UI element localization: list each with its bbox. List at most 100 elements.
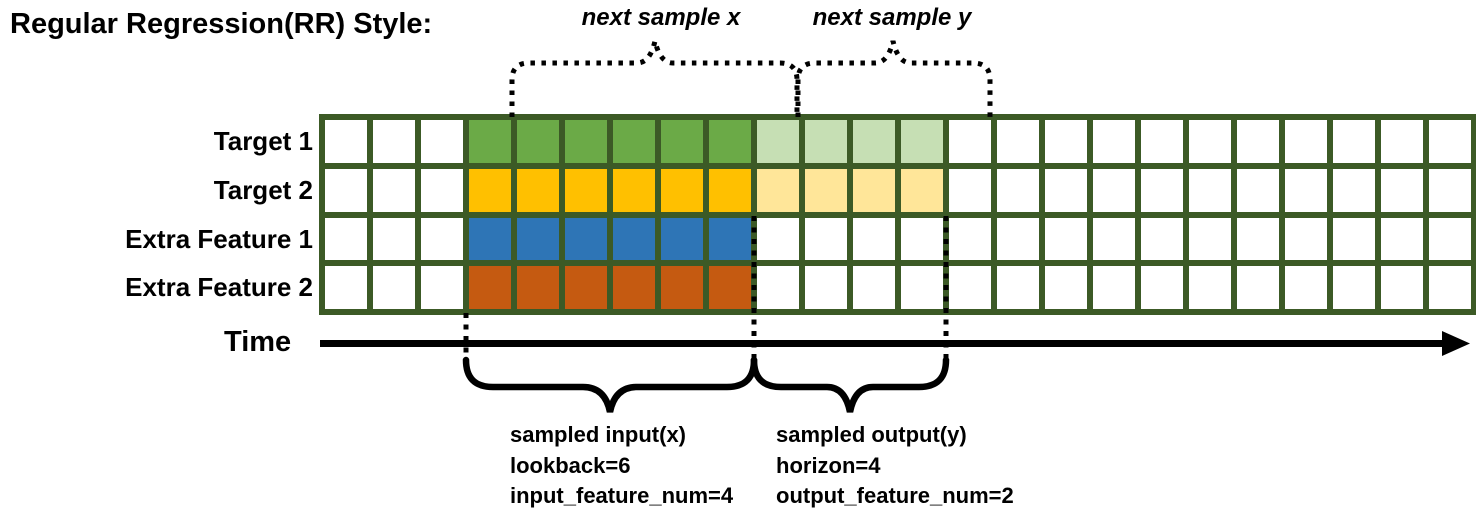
row-label: Target 2 (213, 174, 313, 205)
grid-cell (1378, 165, 1426, 215)
grid-cell (658, 117, 706, 166)
grid-cell (946, 214, 994, 264)
lookback-value: lookback=6 (510, 452, 631, 478)
sampled-output-title: sampled output(y) (776, 422, 967, 447)
grid-cell (1138, 117, 1186, 166)
grid-cell (658, 263, 706, 312)
grid-cell (370, 117, 418, 166)
grid-cell (850, 165, 898, 215)
grid-cell (514, 165, 562, 215)
grid-cell (850, 263, 898, 312)
grid-cell (1378, 117, 1426, 166)
grid-cell (562, 214, 610, 264)
grid-cell (418, 117, 466, 166)
grid-cell (322, 263, 370, 312)
next-sample-y-label: next sample y (812, 4, 972, 31)
grid-cell (802, 263, 850, 312)
grid-cell (370, 263, 418, 312)
grid-cell (802, 117, 850, 166)
grid-cell (898, 263, 946, 312)
grid-cell (610, 165, 658, 215)
grid-cell (1330, 263, 1378, 312)
grid-cell (754, 165, 802, 215)
timeseries-grid (319, 114, 1476, 315)
grid-cell (754, 214, 802, 264)
grid-cell (1186, 263, 1234, 312)
grid-cell (850, 214, 898, 264)
grid-cell (946, 263, 994, 312)
grid-cell (514, 263, 562, 312)
grid-cell (1282, 214, 1330, 264)
grid-cell (1234, 165, 1282, 215)
grid-cell (706, 165, 754, 215)
grid-cell (1282, 117, 1330, 166)
grid-cell (466, 214, 514, 264)
row-label: Target 1 (213, 126, 313, 156)
grid-cell (946, 117, 994, 166)
grid-cell (994, 263, 1042, 312)
grid-cell (1138, 214, 1186, 264)
grid-cell (1138, 263, 1186, 312)
next-sample-x-dotted-brace (512, 41, 797, 117)
grid-cell (1090, 214, 1138, 264)
grid-cell (418, 263, 466, 312)
grid-cell (1186, 214, 1234, 264)
grid-cell (610, 117, 658, 166)
sampled-input-caption: sampled input(x) lookback=6 input_featur… (510, 420, 733, 512)
grid-cell (514, 214, 562, 264)
grid-cell (562, 263, 610, 312)
grid-cell (994, 214, 1042, 264)
grid-cell (1234, 214, 1282, 264)
grid-cell (1426, 117, 1474, 166)
row-label: Extra Feature 2 (125, 272, 313, 303)
grid-cell (418, 214, 466, 264)
sampled-input-title: sampled input(x) (510, 422, 687, 447)
grid-cell (706, 214, 754, 264)
grid-cell (1330, 165, 1378, 215)
next-sample-y-dotted-brace (798, 41, 990, 117)
grid-cell (418, 165, 466, 215)
row-label: Extra Feature 1 (125, 223, 313, 254)
grid-cell (898, 165, 946, 215)
grid-cell (322, 117, 370, 166)
grid-cell (1186, 117, 1234, 166)
grid-cell (466, 263, 514, 312)
grid-cell (1330, 214, 1378, 264)
input-feature-num-value: input_feature_num=4 (510, 483, 734, 508)
grid-cell (562, 165, 610, 215)
grid-cell (322, 214, 370, 264)
sampled-output-brace (754, 360, 946, 412)
grid-cell (562, 117, 610, 166)
grid-cell (1090, 117, 1138, 166)
grid-cell (1282, 263, 1330, 312)
grid-cell (1090, 263, 1138, 312)
grid-cell (514, 117, 562, 166)
time-axis-label: Time (224, 326, 292, 358)
grid-cell (658, 214, 706, 264)
grid-cell (610, 214, 658, 264)
grid-cell (370, 214, 418, 264)
grid-cell (1426, 165, 1474, 215)
sampled-output-caption: sampled output(y) horizon=4 output_featu… (776, 420, 1014, 512)
grid-cell (1282, 165, 1330, 215)
grid-cell (994, 117, 1042, 166)
grid-cell (802, 214, 850, 264)
grid-cell (1138, 165, 1186, 215)
grid-cell (322, 165, 370, 215)
grid-cell (1330, 117, 1378, 166)
grid-cell (1042, 165, 1090, 215)
grid-cell (850, 117, 898, 166)
grid-cell (370, 165, 418, 215)
grid-cell (898, 214, 946, 264)
grid-cell (946, 165, 994, 215)
grid-cell (466, 165, 514, 215)
grid-cell (754, 117, 802, 166)
grid-cell (1234, 117, 1282, 166)
grid-cell (1378, 263, 1426, 312)
grid-cell (1234, 263, 1282, 312)
grid-cell (1378, 214, 1426, 264)
grid-cell (466, 117, 514, 166)
grid-cell (802, 165, 850, 215)
grid-cell (1426, 263, 1474, 312)
